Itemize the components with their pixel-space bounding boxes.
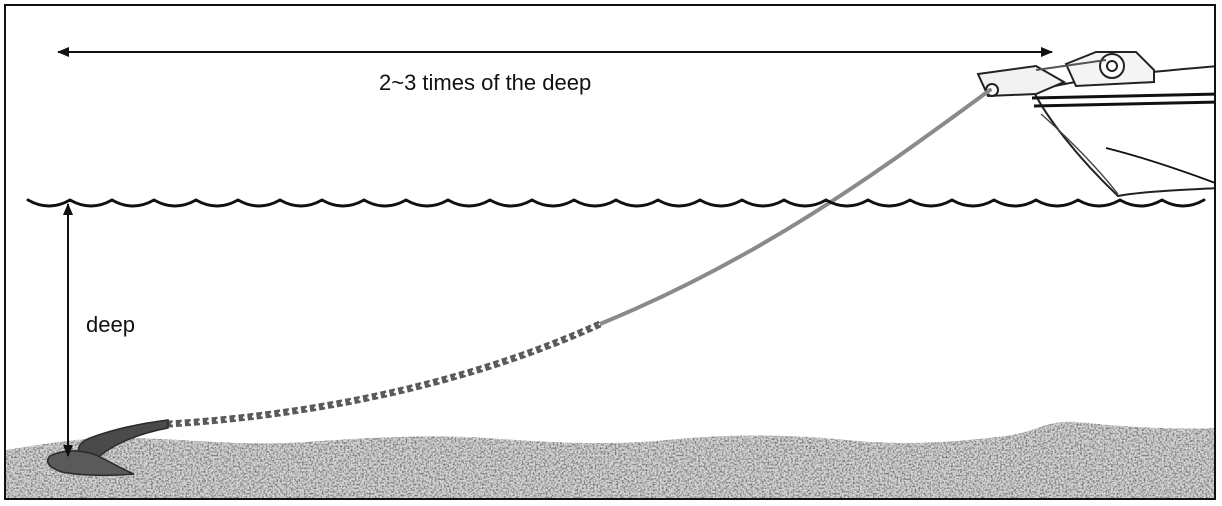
water-surface [26,198,1206,208]
scope-label: 2~3 times of the deep [379,70,592,95]
anchor-chain [167,320,602,428]
anchor-rope [598,88,992,326]
diagram-frame: 2~3 times of the deep deep [4,4,1216,500]
depth-label: deep [86,312,135,337]
seabed [6,421,1214,498]
windlass-icon [976,51,1155,98]
anchor-icon [46,419,169,477]
anchoring-diagram [6,47,1214,498]
boat-bow-icon [1031,65,1214,198]
